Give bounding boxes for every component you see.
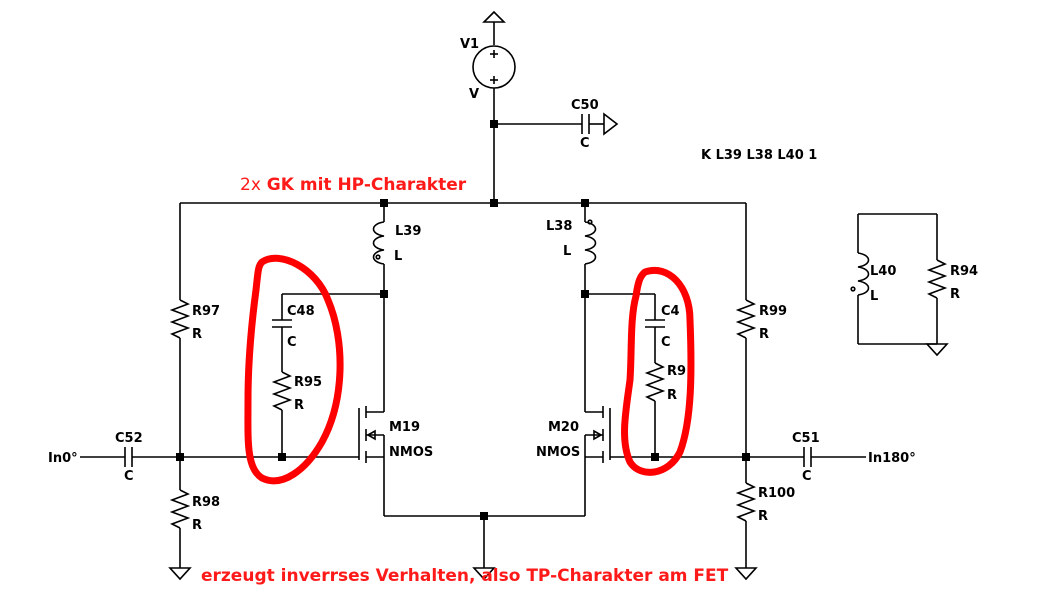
label-c51-value: C [802, 469, 812, 484]
label-c48: C48 [287, 304, 315, 319]
label-r97: R97 [192, 304, 220, 319]
label-r94-value: R [950, 287, 960, 302]
component-labels: V1 V C50 C K L39 L38 L40 1 L39 L L38 L L… [48, 37, 978, 533]
label-r98-value: R [192, 518, 202, 533]
highlight-right [621, 266, 695, 476]
label-l39-value: L [394, 249, 402, 264]
label-r100-value: R [758, 509, 768, 524]
resistor-r99 [735, 299, 757, 457]
label-c51: C51 [792, 431, 820, 446]
label-l40-value: L [870, 289, 878, 304]
label-r95: R95 [294, 375, 322, 390]
label-r96-value: R [667, 388, 677, 403]
label-l40: L40 [870, 264, 896, 279]
label-v1-value: V [469, 87, 479, 102]
label-m20-type: NMOS [536, 445, 580, 460]
label-l38-value: L [563, 244, 571, 259]
label-m19: M19 [389, 420, 420, 435]
label-r94: R94 [950, 264, 978, 279]
annotation-bottom: erzeugt inverrses Verhalten, also TP-Cha… [201, 566, 729, 586]
input-left [80, 447, 359, 467]
label-r99: R99 [759, 304, 787, 319]
label-c52: C52 [115, 431, 143, 446]
top-rail [179, 202, 747, 300]
mosfet-m19 [358, 294, 385, 516]
resistor-r98 [168, 457, 192, 581]
supply-source-v1 [472, 10, 516, 203]
label-c49: C4 [661, 304, 680, 319]
resistor-r97 [169, 299, 191, 457]
input-right [610, 447, 866, 467]
label-c50-value: C [580, 136, 590, 151]
label-r99-value: R [759, 327, 769, 342]
annotation-top: 2x GK mit HP-Charakter [240, 175, 467, 195]
label-m19-type: NMOS [389, 445, 433, 460]
label-m20: M20 [548, 420, 579, 435]
feedback-network-right [585, 293, 666, 457]
label-r98: R98 [192, 495, 220, 510]
label-r100: R100 [758, 486, 795, 501]
label-r95-value: R [294, 398, 304, 413]
mosfet-m20 [584, 294, 611, 516]
capacitor-c50 [494, 112, 619, 136]
resistor-r100 [734, 457, 758, 581]
inductor-l39 [372, 203, 385, 294]
label-l39: L39 [395, 224, 421, 239]
label-c49-value: C [661, 335, 671, 350]
label-c52-value: C [124, 469, 134, 484]
feedback-network-left [271, 293, 384, 457]
label-r97-value: R [192, 327, 202, 342]
label-input-180: In180° [868, 451, 916, 466]
highlight-left [244, 254, 344, 485]
label-c50: C50 [571, 98, 599, 113]
junction-dots [176, 120, 750, 520]
secondary-l40-r94 [850, 213, 949, 357]
inductor-l38 [584, 203, 597, 294]
label-c48-value: C [287, 335, 297, 350]
label-l38: L38 [546, 219, 572, 234]
label-v1: V1 [460, 37, 479, 52]
label-input-0: In0° [48, 451, 78, 466]
label-coupling: K L39 L38 L40 1 [701, 148, 817, 163]
label-r96: R9 [667, 364, 686, 379]
